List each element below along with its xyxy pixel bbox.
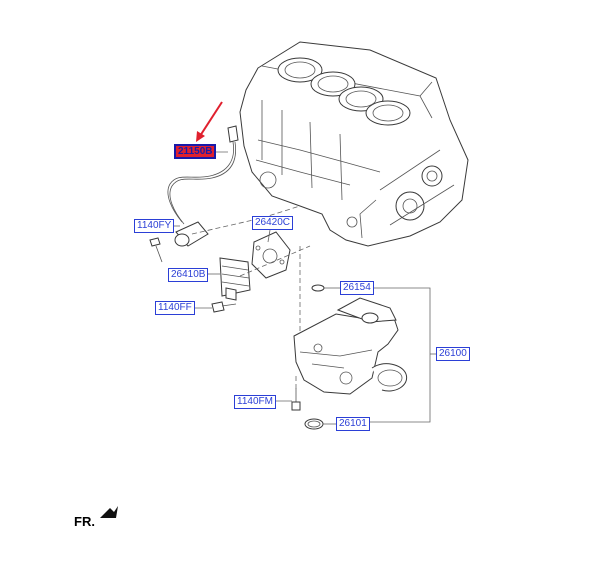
clip-26154-drawing xyxy=(311,284,325,292)
bolt-1140ff-drawing xyxy=(211,301,237,313)
o-ring-26101-drawing xyxy=(304,418,324,430)
callout-21150b[interactable]: 21150B xyxy=(174,144,217,159)
engine-block-drawing xyxy=(239,41,469,247)
highlight-pointer-arrow xyxy=(196,101,223,142)
gasket-26420c-drawing xyxy=(251,231,291,279)
callout-1140ff[interactable]: 1140FF xyxy=(155,301,195,315)
callout-leader-lines xyxy=(172,151,436,425)
callout-26154[interactable]: 26154 xyxy=(340,281,374,295)
bolt-1140fy-drawing xyxy=(149,237,163,263)
callout-26410b[interactable]: 26410B xyxy=(168,268,209,282)
callout-26100[interactable]: 26100 xyxy=(436,347,470,361)
bolt-1140fm-drawing xyxy=(291,388,301,411)
callout-1140fy[interactable]: 1140FY xyxy=(134,219,175,233)
front-orientation-label: FR. xyxy=(74,514,95,529)
oil-cooler-26410b-drawing xyxy=(219,257,251,301)
callout-1140fm[interactable]: 1140FM xyxy=(234,395,276,409)
callout-26101[interactable]: 26101 xyxy=(336,417,370,431)
front-direction-arrow-icon xyxy=(100,506,118,518)
assembly-dashed-lines xyxy=(191,205,311,392)
knock-sensor-wire-drawing xyxy=(167,125,239,225)
callout-26420c[interactable]: 26420C xyxy=(252,216,294,230)
oil-pump-assembly-drawing xyxy=(293,297,408,395)
